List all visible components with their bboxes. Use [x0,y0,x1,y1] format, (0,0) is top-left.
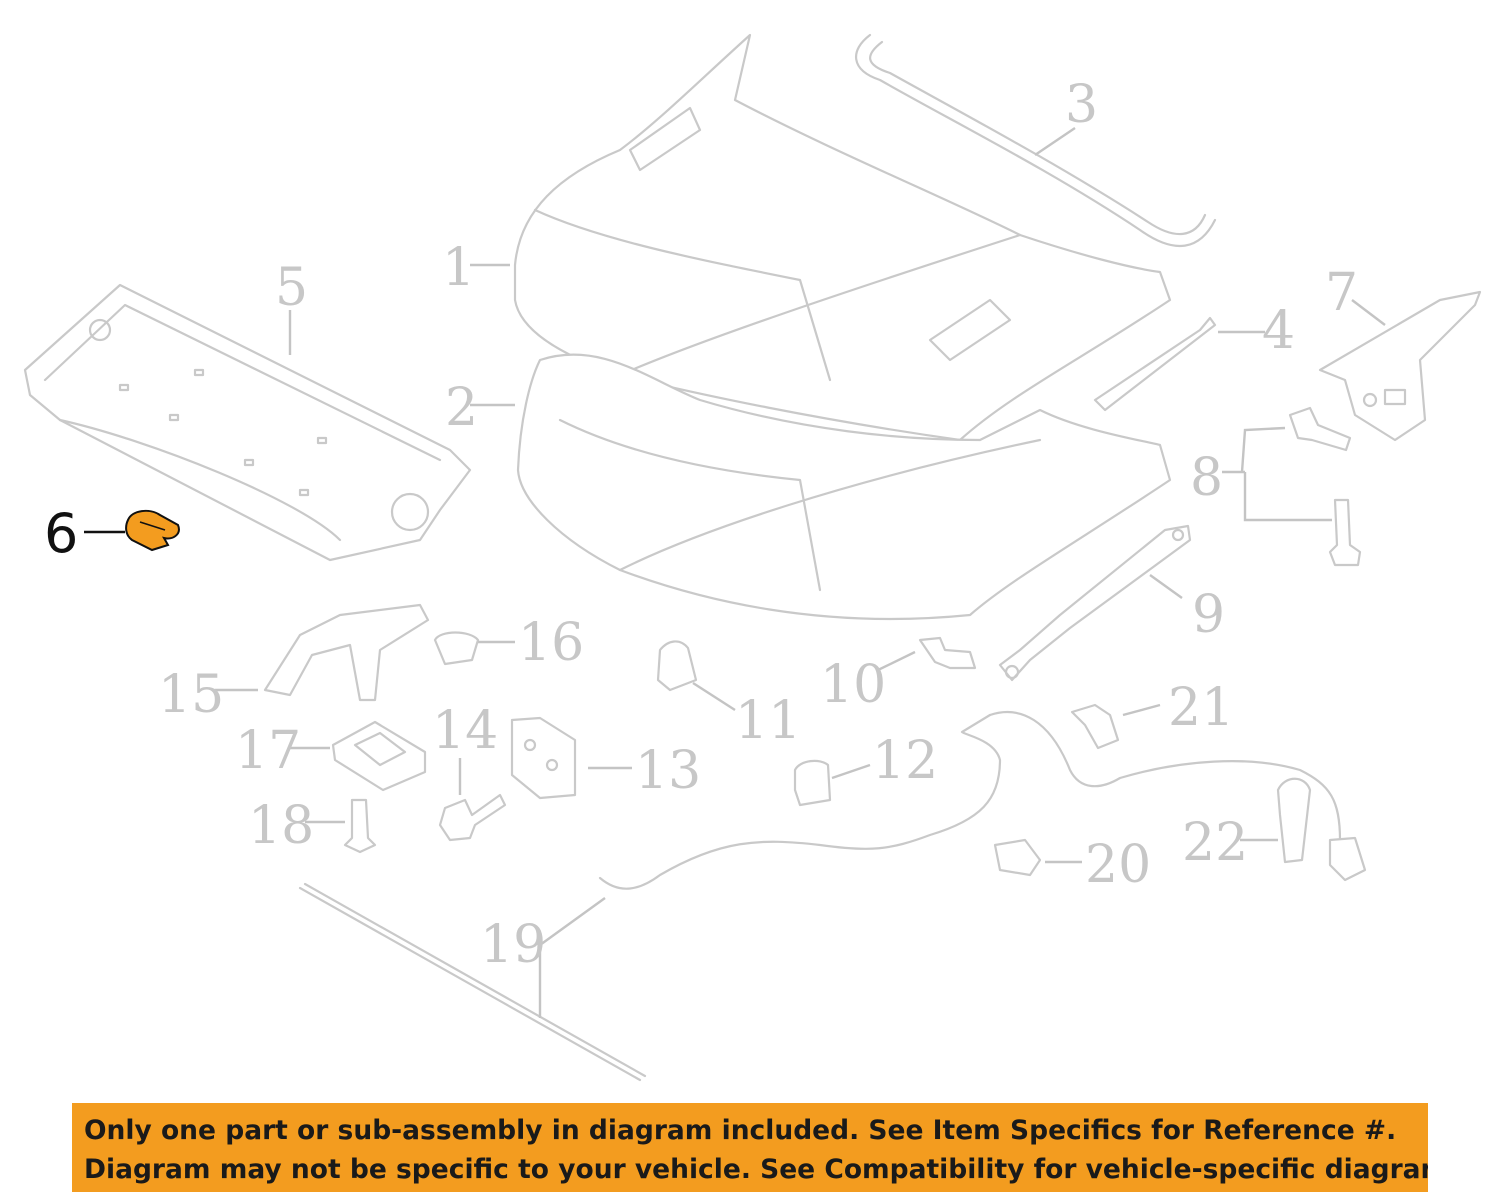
callout-7: 7 [1325,263,1358,323]
part-12-stop [793,759,832,807]
callout-10: 10 [820,655,886,715]
callout-17: 17 [235,721,301,781]
callout-2: 2 [445,378,478,438]
callout-15: 15 [158,665,224,725]
part-15-support-bracket [263,603,430,702]
part-3-weatherstrip [854,33,1217,248]
callout-21: 21 [1168,678,1234,738]
callout-13: 13 [635,741,701,801]
callout-9: 9 [1192,585,1225,645]
part-18-bolt [343,798,377,854]
part-5-insulator [23,283,472,562]
callout-12: 12 [872,731,938,791]
callout-14: 14 [432,701,498,761]
part-6-retainer-clip-highlighted [125,509,180,552]
callout-1: 1 [442,238,475,298]
part-11-cap [656,640,698,692]
callout-3: 3 [1065,75,1098,135]
highlight-part-shape [125,509,180,552]
part-14-bolt [438,793,507,842]
part-20-clip [993,838,1042,877]
callout-5: 5 [275,258,308,318]
callout-19: 19 [480,915,546,975]
disclaimer-line-2: Diagram may not be specific to your vehi… [84,1154,1428,1185]
callout-16: 16 [518,613,584,673]
disclaimer-line-1: Only one part or sub-assembly in diagram… [84,1115,1397,1146]
callout-6: 6 [44,502,78,565]
part-19-release-cable [298,713,1002,1082]
part-17-plate [331,720,427,792]
part-16-grommet [433,631,480,666]
part-8-bolts [1288,406,1362,567]
leader-lines [84,127,1386,1018]
callout-labels: 1 2 3 4 5 6 7 8 9 10 11 12 13 14 15 16 1… [44,75,1358,975]
callout-18: 18 [248,796,314,856]
part-22-cable-connector [988,710,1367,882]
part-1-hood [513,33,1172,442]
disclaimer-banner: Only one part or sub-assembly in diagram… [72,1103,1428,1192]
part-9-strut [998,524,1192,682]
part-13-latch [510,716,577,800]
part-7-hinge [1318,290,1482,442]
part-2-hood-inner-panel [516,353,1172,621]
part-21-screw [1070,703,1120,750]
callout-4: 4 [1262,301,1295,361]
callout-20: 20 [1085,835,1151,895]
exploded-parts-diagram: 1 2 3 4 5 6 7 8 9 10 11 12 13 14 15 16 1… [23,33,1482,1082]
part-10-bumper [918,636,977,670]
callout-22: 22 [1182,813,1248,873]
callout-11: 11 [735,691,801,751]
callout-8: 8 [1190,448,1223,508]
part-4-seal [1093,316,1217,412]
